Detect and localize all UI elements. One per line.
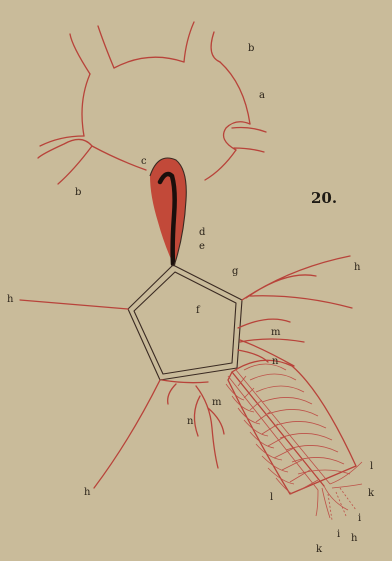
label-n-right: n xyxy=(272,356,279,367)
label-l-left: l xyxy=(270,492,273,503)
label-c: c xyxy=(141,156,147,167)
pentagon-f xyxy=(128,265,242,380)
pentagon-inner xyxy=(134,272,236,374)
vessel-h-bottom-left xyxy=(94,380,208,488)
sphere-structure xyxy=(38,22,266,184)
duct-body xyxy=(150,158,186,266)
label-a: a xyxy=(259,90,265,101)
label-k-bottom: k xyxy=(316,544,323,555)
fan-cells-lower xyxy=(226,384,294,494)
label-h-lower-right: h xyxy=(351,533,358,544)
vessel-h-upper-right xyxy=(242,256,352,308)
protrusion-top-right xyxy=(184,22,220,62)
label-g: g xyxy=(232,266,239,277)
vessel-h-left xyxy=(20,300,128,309)
protrusion-right xyxy=(224,122,266,152)
label-l-right: l xyxy=(370,461,373,472)
label-m-low: m xyxy=(212,397,222,408)
label-i-right: i xyxy=(358,513,361,524)
label-m-right: m xyxy=(271,327,281,338)
figure-number: 20. xyxy=(311,189,337,207)
label-e: e xyxy=(199,241,205,252)
label-n-low: n xyxy=(187,416,194,427)
fan-tip-dashes xyxy=(328,488,356,520)
cellular-fan xyxy=(226,360,362,520)
fan-outline xyxy=(228,360,356,494)
label-d: d xyxy=(199,227,206,238)
label-k-right: k xyxy=(368,488,375,499)
protrusion-left xyxy=(38,136,92,184)
label-h-left: h xyxy=(7,294,14,305)
label-h-bottom: h xyxy=(84,487,91,498)
label-i-bottom: i xyxy=(337,529,340,540)
pentagon-outer xyxy=(128,265,242,380)
label-b-left: b xyxy=(75,187,81,198)
fan-axis-main xyxy=(232,372,324,486)
label-h-right: h xyxy=(354,262,361,273)
figure-labels: b a b c d e g h h f m n m n h l k i h l … xyxy=(7,43,375,555)
label-f: f xyxy=(196,305,201,316)
label-b-top: b xyxy=(248,43,254,54)
protrusion-top-left xyxy=(70,26,114,74)
fan-axis-parallel xyxy=(236,370,330,484)
radiating-vessels xyxy=(20,256,352,488)
